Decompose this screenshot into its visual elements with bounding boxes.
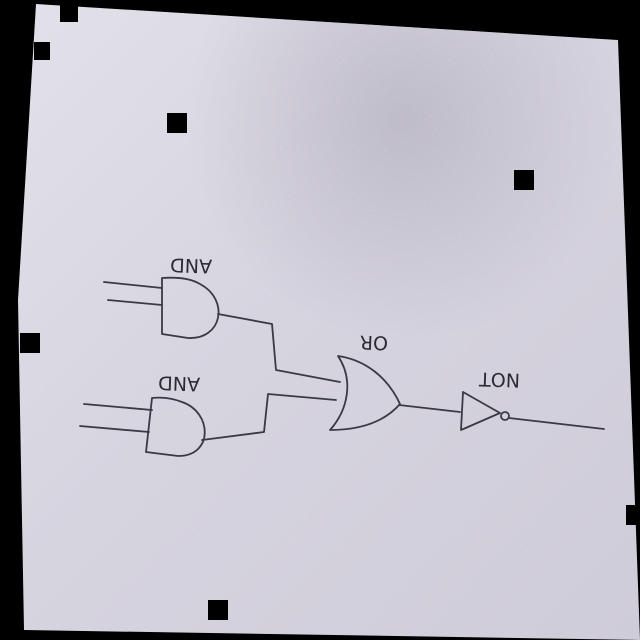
wire-not-output bbox=[508, 417, 605, 430]
and-gate-top: AND bbox=[103, 253, 220, 339]
wire-or-to-not bbox=[398, 404, 461, 413]
wires bbox=[201, 313, 605, 441]
or-gate-label: OR bbox=[359, 331, 388, 354]
not-gate-label: NOT bbox=[478, 367, 520, 390]
and-gate-bottom: AND bbox=[79, 371, 206, 457]
wire-and-bottom-to-or bbox=[201, 393, 337, 441]
paper-grain bbox=[18, 4, 640, 640]
or-gate: OR bbox=[329, 331, 401, 431]
and-gate-top-label: AND bbox=[170, 253, 213, 276]
wire-and-top-to-or bbox=[217, 313, 341, 383]
not-gate: NOT bbox=[460, 367, 520, 431]
and-gate-bottom-label: AND bbox=[158, 371, 201, 394]
noise-squares bbox=[20, 4, 640, 620]
